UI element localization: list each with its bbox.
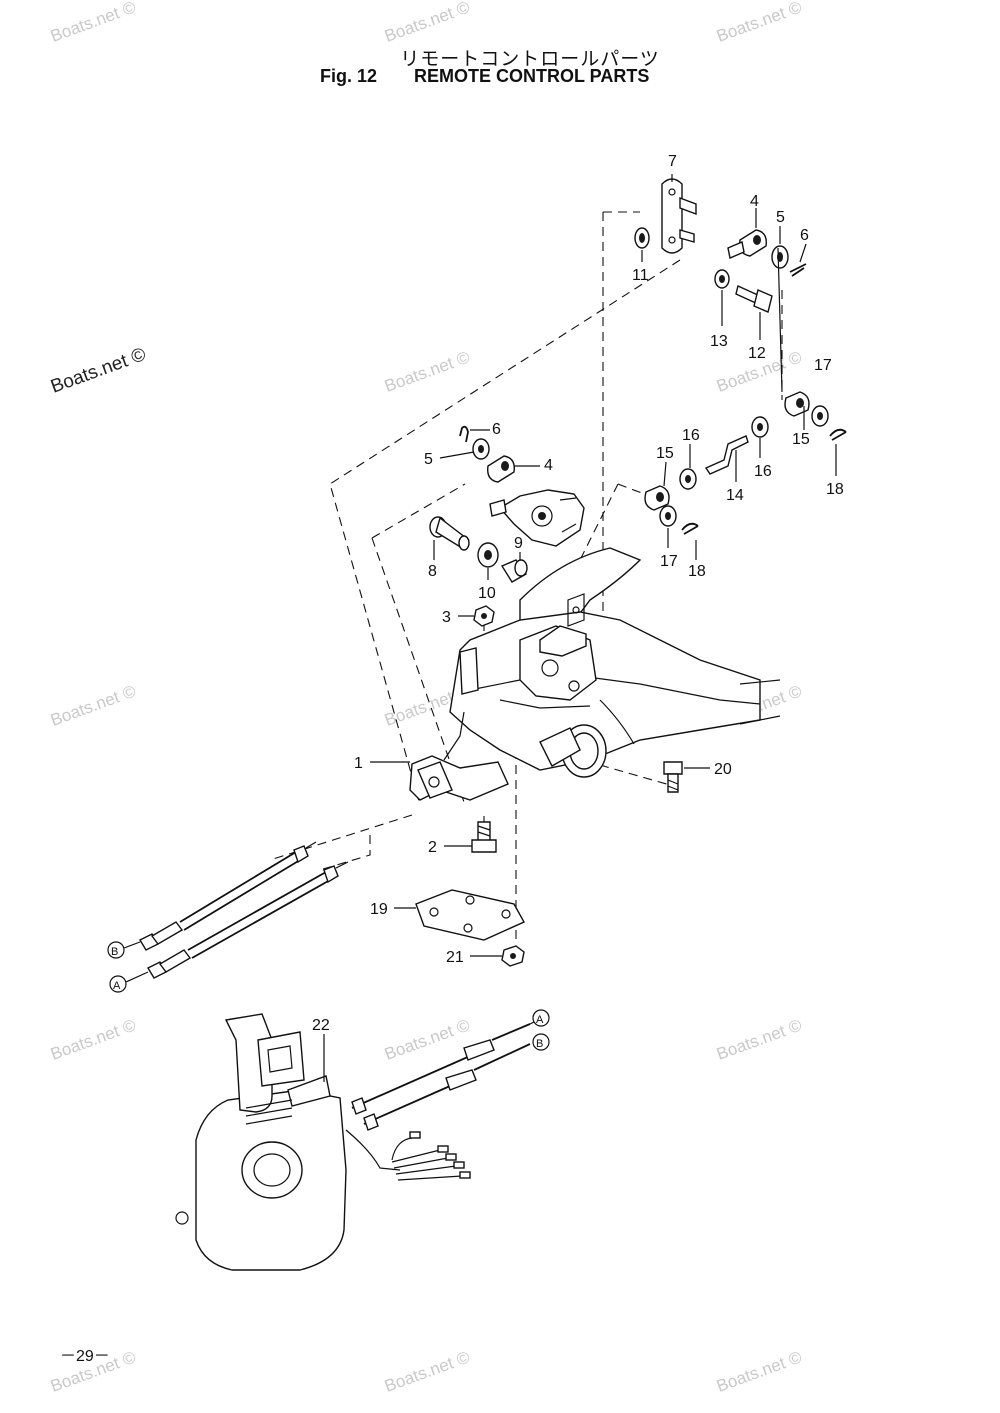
callout-21: 21	[446, 949, 464, 966]
callout-5: 5	[776, 209, 785, 226]
page-number: －29－	[60, 1348, 110, 1365]
cable-joint-15-right	[784, 391, 810, 417]
callout-1: 1	[354, 755, 363, 772]
washer-5-upper	[771, 245, 789, 269]
bolt-12	[735, 285, 773, 313]
pivot-bolt-8	[429, 516, 470, 551]
callout-2: 2	[428, 839, 437, 856]
leader-lines	[323, 174, 837, 1082]
callout-4: 4	[750, 193, 759, 210]
nut-16-left	[679, 468, 697, 490]
cable-joint-15-left	[644, 485, 670, 511]
callout-6: 6	[492, 421, 501, 438]
washer-10	[477, 542, 499, 568]
wiring-harness	[391, 1131, 471, 1181]
callout-15: 15	[792, 431, 810, 448]
bolt-20	[663, 761, 683, 793]
callout-10: 10	[478, 585, 496, 602]
clip-6-middle	[459, 425, 469, 443]
clip-18-right	[829, 428, 847, 441]
callout-5: 5	[424, 451, 433, 468]
cable-joint-4-middle	[487, 455, 515, 483]
marker-b-right: B	[536, 1038, 543, 1050]
washer-13	[714, 269, 730, 289]
callout-16: 16	[682, 427, 700, 444]
bolt-2	[471, 821, 497, 853]
clip-6-upper	[789, 263, 807, 277]
nut-16-right	[751, 416, 769, 438]
callout-18: 18	[688, 563, 706, 580]
callout-22: 22	[312, 1017, 330, 1034]
cable-bracket-1	[409, 711, 509, 801]
callout-17: 17	[814, 357, 832, 374]
callout-15: 15	[656, 445, 674, 462]
japanese-title: リモートコントロールパーツ	[400, 48, 660, 70]
callout-19: 19	[370, 901, 388, 918]
throttle-lever-assembly	[489, 489, 585, 547]
link-bracket-7	[661, 178, 697, 254]
callout-16: 16	[754, 463, 772, 480]
marker-a-left: A	[113, 980, 121, 992]
callout-9: 9	[514, 535, 523, 552]
cable-joint-4-upper	[727, 229, 767, 259]
plate-19	[415, 889, 525, 941]
callout-20: 20	[714, 761, 732, 778]
clip-18-left	[681, 522, 699, 535]
nut-3	[473, 605, 495, 627]
remote-control-box-22	[175, 1013, 401, 1271]
cable-markers: B A A B	[107, 941, 550, 1051]
callout-14: 14	[726, 487, 744, 504]
callout-17: 17	[660, 553, 678, 570]
callout-13: 13	[710, 333, 728, 350]
control-cable-a-right	[351, 1023, 531, 1115]
washer-17-right	[811, 405, 829, 427]
callout-11: 11	[632, 267, 649, 284]
cable-holder-boss	[539, 724, 607, 778]
figure-number: Fig. 12	[320, 66, 378, 86]
washer-17-left	[659, 505, 677, 527]
control-cable-b-right	[363, 1043, 531, 1131]
callout-8: 8	[428, 563, 437, 580]
control-cable-a-left	[147, 861, 349, 979]
callout-labels: 7 11 4 5 6 13 12 17 6 5 4 16 15 16 15 18…	[312, 153, 844, 1034]
callout-6: 6	[800, 227, 809, 244]
callout-18: 18	[826, 481, 844, 498]
shift-rod-14	[704, 435, 749, 475]
marker-a-right: A	[536, 1014, 544, 1026]
callout-3: 3	[442, 609, 451, 626]
washer-11	[634, 227, 650, 249]
figure-title: REMOTE CONTROL PARTS	[414, 66, 650, 86]
figure-heading: Fig. 12 REMOTE CONTROL PARTS	[320, 66, 649, 87]
marker-b-left: B	[111, 946, 118, 958]
control-cable-b-left	[139, 841, 317, 951]
nut-21	[501, 945, 525, 967]
washer-5-middle	[472, 438, 490, 460]
callout-4: 4	[544, 457, 553, 474]
callout-12: 12	[748, 345, 766, 362]
callout-7: 7	[668, 153, 677, 170]
collar-9	[500, 559, 528, 583]
engine-bracket	[449, 547, 781, 771]
